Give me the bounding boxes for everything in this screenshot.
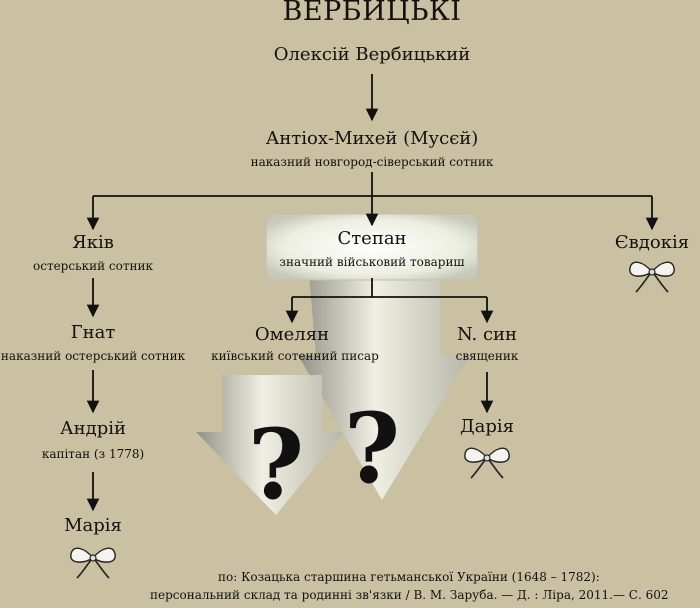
person-dariia-name: Дарія: [460, 416, 514, 437]
person-andrii-role: капітан (з 1778): [41, 447, 145, 461]
person-n-syn-role: священик: [455, 349, 519, 363]
person-oleksii-name: Олексій Вербицький: [273, 44, 471, 65]
person-stepan-role: значний військовий товариш: [279, 255, 465, 269]
person-n-syn-name: N. син: [456, 324, 518, 345]
person-antioh-name: Антіох-Михей (Мусєй): [265, 128, 479, 149]
question-mark-icon: ?: [248, 408, 304, 521]
person-andrii-name: Андрій: [60, 418, 126, 439]
unknown-arrow-right: [298, 240, 470, 500]
tree-connectors: [86, 74, 659, 512]
ribbon-bow-icon: [629, 261, 675, 293]
person-mariia-name: Марія: [64, 515, 122, 536]
person-hnat-role: наказний остерський сотник: [0, 349, 186, 363]
person-yevdokiia-name: Євдокія: [614, 232, 690, 253]
source-line-1: по: Козацька старшина гетьманської Украї…: [218, 570, 600, 584]
ribbon-bow-icon: [70, 547, 116, 579]
person-omelian-role: київський сотенний писар: [211, 349, 379, 363]
person-omelian-name: Омелян: [254, 324, 330, 345]
person-stepan-name: Степан: [337, 228, 407, 249]
source-line-2: персональний склад та родинні зв'язки / …: [150, 588, 669, 602]
person-antioh-role: наказний новгород-сіверський сотник: [250, 155, 494, 169]
question-mark-icon: ?: [344, 392, 400, 505]
ribbon-bow-icon: [464, 447, 510, 479]
unknown-arrow-left: [196, 375, 344, 515]
person-hnat-name: Гнат: [70, 322, 116, 343]
page-title: ВЕРБИЦЬКІ: [282, 0, 462, 27]
person-yakiv-name: Яків: [72, 232, 114, 253]
person-yakiv-role: остерський сотник: [32, 259, 154, 273]
